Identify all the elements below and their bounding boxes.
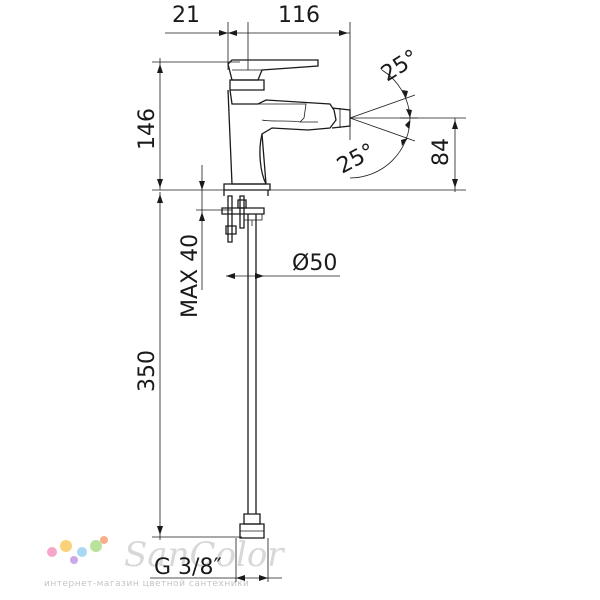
watermark-tagline: интернет-магазин цветной сантехники xyxy=(44,579,249,589)
dim-350: 350 xyxy=(135,350,160,392)
angle-top-label: 25° xyxy=(377,45,423,87)
dim-350-group: 350 xyxy=(135,192,242,540)
watermark-dot xyxy=(60,540,72,552)
watermark-brand: SanColor xyxy=(124,535,285,575)
dim-dia50-group: Ø50 xyxy=(226,251,340,279)
watermark: SanColor интернет-магазин цветной сантех… xyxy=(44,535,285,589)
angle-bottom-label: 25° xyxy=(333,139,379,179)
dim-84-group: 84 xyxy=(268,117,466,192)
watermark-dot xyxy=(90,540,102,552)
dim-146: 146 xyxy=(135,108,160,150)
dim-max40-group: MAX 40 xyxy=(178,165,232,318)
watermark-dot xyxy=(70,556,78,564)
dim-146-group: 146 xyxy=(135,58,240,191)
watermark-dot xyxy=(77,547,87,557)
dim-84: 84 xyxy=(429,138,454,166)
thread-spec-group: G 3/8″ xyxy=(150,555,282,581)
watermark-logo-dots xyxy=(47,536,108,564)
faucet-body xyxy=(223,59,351,191)
mounting-fittings xyxy=(221,190,269,582)
dim-116: 116 xyxy=(278,3,320,28)
angle-indicators: 25° 25° xyxy=(333,45,423,179)
thread-spec: G 3/8″ xyxy=(154,555,222,580)
watermark-dot xyxy=(47,547,57,557)
watermark-dot xyxy=(100,536,108,544)
dim-21: 21 xyxy=(172,3,200,28)
dim-max40: MAX 40 xyxy=(178,234,203,318)
top-dimensions: 21 116 xyxy=(165,3,351,140)
dim-dia50: Ø50 xyxy=(292,251,337,276)
